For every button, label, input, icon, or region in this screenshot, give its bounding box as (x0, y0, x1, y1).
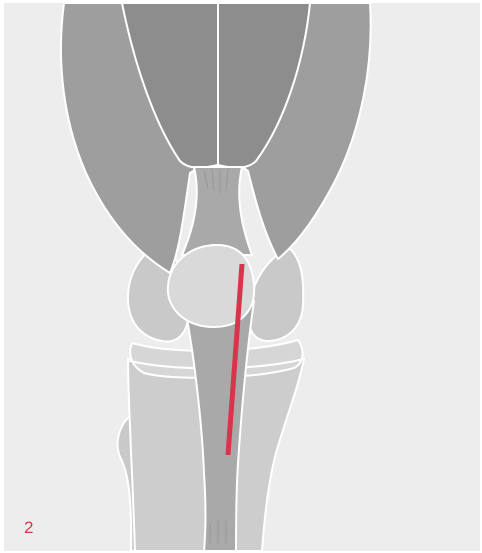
knee-anatomy-drawing (4, 3, 480, 551)
figure-number: 2 (24, 518, 33, 538)
knee-anatomy-illustration: 2 (4, 3, 480, 551)
quadriceps-tendon (182, 167, 252, 255)
femoral-condyle-right (248, 247, 303, 341)
